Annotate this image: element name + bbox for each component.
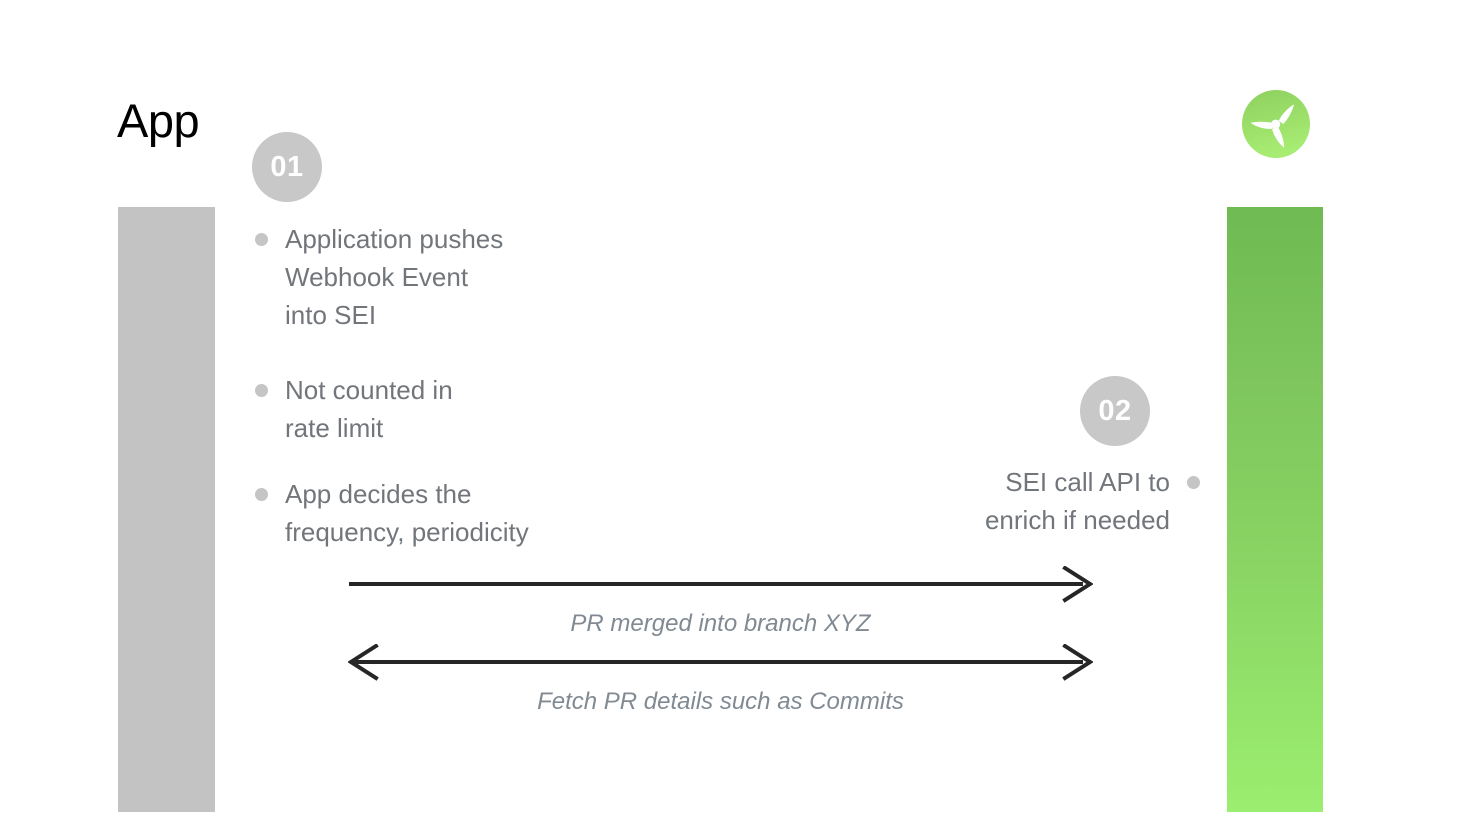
propeller-logo-icon: [1241, 89, 1311, 159]
page-title: App: [117, 94, 200, 147]
bullet-text: Not counted in rate limit: [285, 375, 453, 443]
bullet-list-app: Application pushes Webhook Event into SE…: [255, 220, 529, 551]
bullet-text: SEI call API to enrich if needed: [984, 467, 1170, 535]
bullet-text: Application pushes Webhook Event into SE…: [285, 224, 504, 330]
list-item: Application pushes Webhook Event into SE…: [255, 220, 529, 334]
list-item: App decides the frequency, periodicity: [255, 475, 529, 551]
bullet-dot-icon: [1187, 476, 1200, 489]
bullet-dot-icon: [255, 488, 268, 501]
bullet-dot-icon: [255, 384, 268, 397]
step-badge-01: 01: [252, 132, 322, 202]
bullet-text: App decides the frequency, periodicity: [285, 479, 529, 547]
bullet-dot-icon: [255, 233, 268, 246]
message-arrow-2: Fetch PR details such as Commits: [348, 644, 1093, 719]
lane-bar-app: [118, 207, 215, 812]
message-label-2: Fetch PR details such as Commits: [537, 688, 904, 715]
list-item: Not counted in rate limit: [255, 371, 529, 447]
list-item: SEI call API to enrich if needed: [985, 463, 1200, 539]
message-arrow-1: PR merged into branch XYZ: [348, 566, 1093, 641]
lane-bar-sei: [1227, 207, 1323, 812]
bullet-list-sei: SEI call API to enrich if needed: [985, 463, 1200, 539]
step-badge-02: 02: [1080, 376, 1150, 446]
message-label-1: PR merged into branch XYZ: [570, 610, 871, 637]
